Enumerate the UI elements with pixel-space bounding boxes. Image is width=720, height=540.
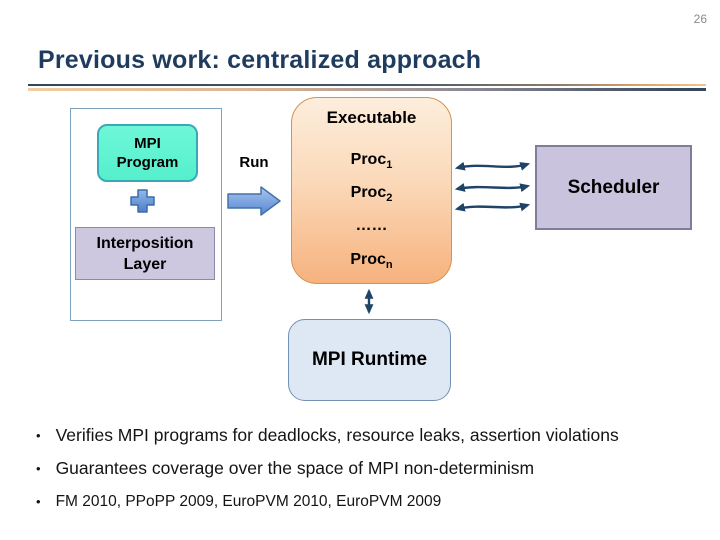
proc-1: Proc1 — [350, 151, 393, 172]
list-item: • Guarantees coverage over the space of … — [36, 457, 712, 480]
run-arrow-icon — [227, 186, 281, 216]
exec-scheduler-arrow-3 — [454, 202, 531, 212]
proc-n: Procn — [350, 250, 393, 271]
bullet-text: Guarantees coverage over the space of MP… — [55, 458, 535, 478]
exec-scheduler-arrow-1 — [454, 161, 531, 171]
interposition-layer-box: Interposition Layer — [75, 227, 215, 280]
bullet-list: • Verifies MPI programs for deadlocks, r… — [36, 424, 712, 523]
executable-box: Executable Proc1 Proc2 …… Procn — [291, 97, 452, 284]
mpi-runtime-box: MPI Runtime — [288, 319, 451, 401]
list-item: • FM 2010, PPoPP 2009, EuroPVM 2010, Eur… — [36, 490, 712, 513]
process-list: Proc1 Proc2 …… Procn — [350, 146, 392, 279]
interposition-label-line1: Interposition — [96, 234, 194, 252]
interposition-label-line2: Layer — [123, 255, 167, 273]
mpi-program-box: MPI Program — [97, 124, 198, 182]
mpi-program-label-line2: Program — [116, 154, 179, 171]
executable-title: Executable — [326, 108, 417, 127]
bullet-text: Verifies MPI programs for deadlocks, res… — [55, 425, 619, 445]
bullet-dot: • — [36, 428, 41, 443]
title-divider-top — [28, 84, 706, 86]
page-number: 26 — [693, 12, 707, 26]
run-label: Run — [239, 154, 269, 171]
mpi-runtime-label: MPI Runtime — [311, 349, 428, 370]
proc-2: Proc2 — [350, 184, 393, 205]
bullet-text: FM 2010, PPoPP 2009, EuroPVM 2010, EuroP… — [55, 493, 442, 510]
bullet-dot: • — [36, 461, 41, 476]
proc-ellipsis: …… — [355, 217, 388, 235]
mpi-program-label-line1: MPI — [134, 135, 161, 152]
scheduler-label: Scheduler — [567, 176, 660, 198]
list-item: • Verifies MPI programs for deadlocks, r… — [36, 424, 712, 447]
bullet-dot: • — [36, 494, 41, 509]
page-title: Previous work: centralized approach — [38, 46, 482, 74]
scheduler-box: Scheduler — [535, 145, 692, 230]
exec-scheduler-arrow-2 — [454, 183, 531, 193]
title-divider-bottom — [28, 88, 706, 91]
